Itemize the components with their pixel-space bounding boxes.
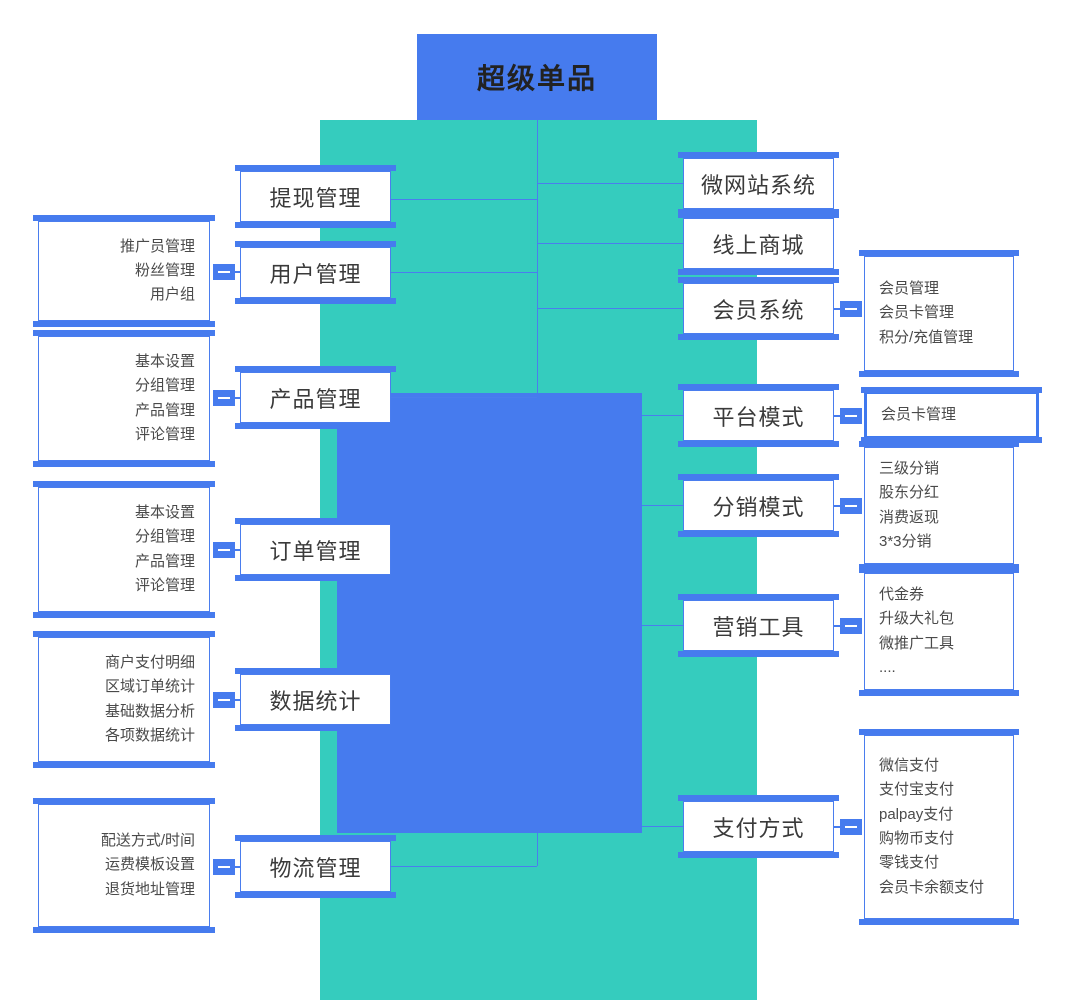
collapse-knob-platform-mode[interactable] (840, 408, 862, 424)
leaf-item: 评论管理 (134, 576, 195, 594)
node-product-management[interactable]: 产品管理 (235, 366, 396, 429)
connector-right-3 (537, 308, 683, 309)
leaf-item: 会员卡余额支付 (879, 878, 985, 896)
leaf-item: 升级大礼包 (879, 610, 955, 628)
leaf-product-management-details[interactable]: 基本设置 分组管理 产品管理 评论管理 (33, 330, 215, 467)
node-logistics-management[interactable]: 物流管理 (235, 835, 396, 898)
leaf-item: 代金券 (879, 585, 925, 603)
leaf-item: 会员管理 (879, 280, 940, 298)
knob-stub (235, 271, 241, 273)
leaf-item: 基本设置 (134, 503, 195, 521)
leaf-item: 配送方式/时间 (100, 832, 195, 850)
node-distribution-mode[interactable]: 分销模式 (678, 474, 839, 537)
leaf-member-system-details[interactable]: 会员管理 会员卡管理 积分/充值管理 (859, 250, 1019, 377)
knob-stub (834, 625, 840, 627)
collapse-knob-user-management[interactable] (213, 264, 235, 280)
knob-stub (235, 699, 241, 701)
node-platform-mode[interactable]: 平台模式 (678, 384, 839, 447)
connector-left-1 (391, 199, 537, 200)
leaf-item: 基础数据分析 (104, 702, 195, 720)
node-online-mall[interactable]: 线上商城 (678, 212, 839, 275)
node-payment-methods[interactable]: 支付方式 (678, 795, 839, 858)
knob-stub (834, 826, 840, 828)
node-order-management[interactable]: 订单管理 (235, 518, 396, 581)
spine-vertical-upper (537, 120, 538, 393)
leaf-item: 各项数据统计 (104, 726, 195, 744)
leaf-item: 推广员管理 (119, 237, 195, 255)
leaf-item: 退货地址管理 (104, 880, 195, 898)
connector-left-6 (391, 866, 537, 867)
node-user-management[interactable]: 用户管理 (235, 241, 396, 304)
leaf-item: 商户支付明细 (104, 653, 195, 671)
collapse-knob-data-statistics[interactable] (213, 692, 235, 708)
connector-right-2 (537, 243, 683, 244)
knob-stub (834, 415, 840, 417)
leaf-item: 产品管理 (134, 552, 195, 570)
leaf-item: 支付宝支付 (879, 781, 955, 799)
leaf-item: 零钱支付 (879, 854, 940, 872)
node-micro-website-system[interactable]: 微网站系统 (678, 152, 839, 215)
knob-stub (834, 308, 840, 310)
leaf-payment-methods-details[interactable]: 微信支付 支付宝支付 palpay支付 购物币支付 零钱支付 会员卡余额支付 (859, 729, 1019, 925)
collapse-knob-logistics-management[interactable] (213, 859, 235, 875)
leaf-item: palpay支付 (879, 805, 954, 823)
leaf-item: 分组管理 (134, 377, 195, 395)
leaf-user-management-details[interactable]: 推广员管理 粉丝管理 用户组 (33, 215, 215, 327)
collapse-knob-product-management[interactable] (213, 390, 235, 406)
leaf-item: 会员卡管理 (881, 405, 957, 423)
leaf-distribution-mode-details[interactable]: 三级分销 股东分红 消费返现 3*3分销 (859, 441, 1019, 570)
node-member-system[interactable]: 会员系统 (678, 277, 839, 340)
connector-right-7 (642, 826, 683, 827)
leaf-item: 消费返现 (879, 508, 940, 526)
leaf-item: 三级分销 (879, 459, 940, 477)
leaf-marketing-tools-details[interactable]: 代金券 升级大礼包 微推广工具 .... (859, 567, 1019, 696)
node-marketing-tools[interactable]: 营销工具 (678, 594, 839, 657)
leaf-item: 运费模板设置 (104, 856, 195, 874)
knob-stub (834, 505, 840, 507)
collapse-knob-payment-methods[interactable] (840, 819, 862, 835)
collapse-knob-order-management[interactable] (213, 542, 235, 558)
collapse-knob-marketing-tools[interactable] (840, 618, 862, 634)
leaf-item: .... (879, 658, 896, 676)
leaf-item: 粉丝管理 (134, 261, 195, 279)
connector-left-3 (391, 397, 537, 398)
leaf-item: 购物币支付 (879, 830, 955, 847)
connector-right-6 (642, 625, 683, 626)
diagram-title: 超级单品 (417, 34, 657, 120)
blue-backdrop (337, 393, 642, 833)
leaf-item: 产品管理 (134, 401, 195, 419)
leaf-item: 区域订单统计 (104, 678, 195, 696)
node-withdraw-management[interactable]: 提现管理 (235, 165, 396, 228)
collapse-knob-distribution-mode[interactable] (840, 498, 862, 514)
leaf-data-statistics-details[interactable]: 商户支付明细 区域订单统计 基础数据分析 各项数据统计 (33, 631, 215, 768)
leaf-logistics-management-details[interactable]: 配送方式/时间 运费模板设置 退货地址管理 (33, 798, 215, 933)
leaf-item: 用户组 (149, 286, 195, 304)
connector-right-5 (642, 505, 683, 506)
leaf-item: 基本设置 (134, 352, 195, 370)
leaf-item: 微推广工具 (879, 634, 955, 652)
spine-vertical-lower (537, 833, 538, 866)
connector-left-2 (391, 272, 537, 273)
connector-right-1 (537, 183, 683, 184)
leaf-item: 评论管理 (134, 425, 195, 443)
leaf-item: 分组管理 (134, 528, 195, 546)
leaf-order-management-details[interactable]: 基本设置 分组管理 产品管理 评论管理 (33, 481, 215, 618)
leaf-platform-mode-details[interactable]: 会员卡管理 (861, 387, 1042, 443)
knob-stub (235, 866, 241, 868)
leaf-item: 3*3分销 (879, 532, 932, 550)
node-data-statistics[interactable]: 数据统计 (235, 668, 396, 731)
collapse-knob-member-system[interactable] (840, 301, 862, 317)
leaf-item: 积分/充值管理 (879, 328, 974, 346)
connector-right-4 (642, 415, 683, 416)
leaf-item: 股东分红 (879, 484, 940, 502)
leaf-item: 会员卡管理 (879, 304, 955, 322)
knob-stub (235, 397, 241, 399)
knob-stub (235, 549, 241, 551)
leaf-item: 微信支付 (879, 757, 940, 775)
